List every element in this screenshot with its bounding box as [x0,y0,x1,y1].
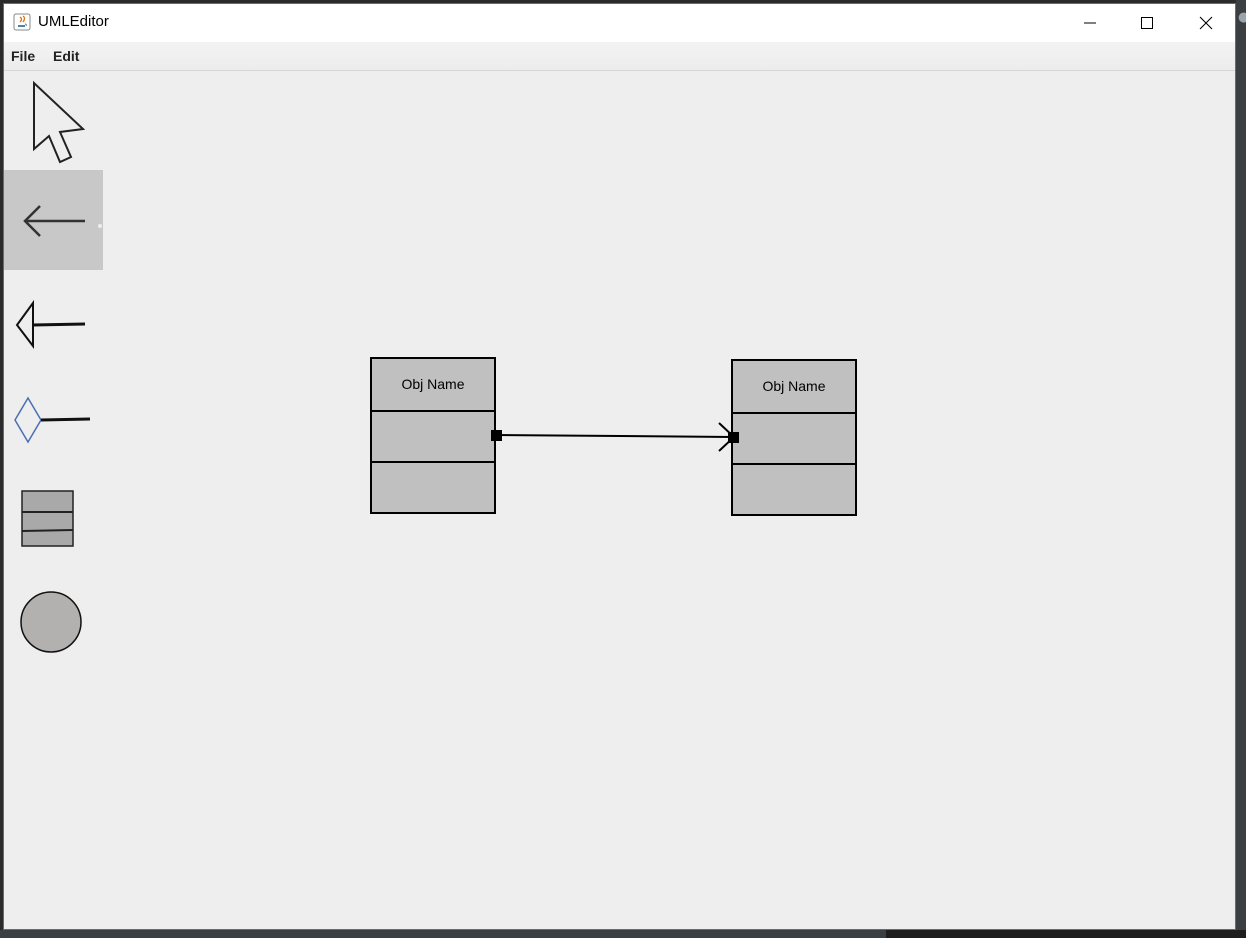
association-link[interactable] [495,422,736,452]
background-taskbar-strip [0,930,1246,938]
use-case-circle-icon [20,591,82,653]
background-taskbar-dark [886,930,1246,938]
tool-composition-button[interactable] [4,370,103,470]
class-name-section: Obj Name [733,361,855,414]
connection-port[interactable] [491,430,502,441]
connection-port[interactable] [728,432,739,443]
class-name-label: Obj Name [401,376,465,392]
maximize-icon [1141,17,1153,29]
composition-diamond-icon [14,396,91,444]
class-attributes-section [372,410,494,463]
diagram-canvas[interactable]: Obj Name Obj Name [104,71,1235,929]
tool-use-case-button[interactable] [4,570,103,670]
generalization-arrow-icon [15,299,86,349]
class-object[interactable]: Obj Name [731,359,857,516]
background-icon: ● [1238,10,1246,25]
tool-association-button[interactable] [4,170,103,270]
tool-select-button[interactable] [4,71,103,171]
tool-class-button[interactable] [4,470,103,570]
title-bar: UMLEditor [4,4,1235,42]
class-object[interactable]: Obj Name [370,357,496,514]
tool-generalization-button[interactable] [4,270,103,370]
association-arrow-icon [23,205,102,237]
menu-edit[interactable]: Edit [53,48,80,64]
minimize-button[interactable] [1061,4,1119,42]
class-box-icon [21,490,74,547]
java-app-icon [13,13,31,31]
class-attributes-section [733,412,855,465]
umleditor-window: UMLEditor File Edit [3,3,1236,930]
class-name-label: Obj Name [762,378,826,394]
window-title: UMLEditor [38,13,109,30]
links-layer [491,422,739,452]
menu-file[interactable]: File [11,48,36,64]
close-icon [1199,16,1213,30]
menu-bar: File Edit [4,42,1235,71]
background-window-strip [1236,0,1246,938]
minimize-icon [1084,22,1096,24]
arrow-pointer-icon [33,80,86,164]
maximize-button[interactable] [1118,4,1176,42]
close-button[interactable] [1177,4,1235,42]
class-name-section: Obj Name [372,359,494,412]
tool-palette [4,71,104,671]
